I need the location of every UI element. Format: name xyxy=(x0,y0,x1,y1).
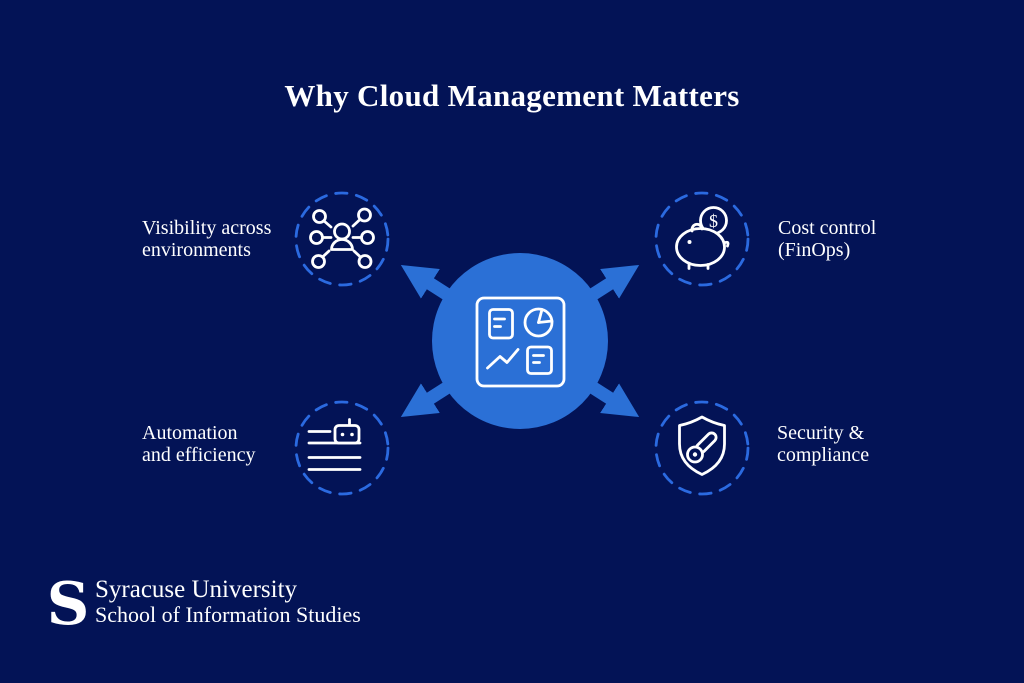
node-cost-line1: Cost control xyxy=(778,217,877,239)
shield-key-icon xyxy=(654,400,750,496)
node-automation-label: Automation and efficiency xyxy=(142,422,255,466)
logo-letter: S xyxy=(49,580,87,626)
piggy-bank-icon: $ xyxy=(654,191,750,287)
node-automation-line1: Automation xyxy=(142,422,238,444)
node-visibility-line2: environments xyxy=(142,239,251,261)
dashboard-icon xyxy=(475,296,566,388)
footer-org: Syracuse University School of Informatio… xyxy=(95,577,361,627)
dashed-ring xyxy=(294,400,390,496)
network-people-icon xyxy=(294,191,390,287)
dashed-ring xyxy=(654,191,750,287)
node-visibility-label: Visibility across environments xyxy=(142,217,271,261)
hub-graphic xyxy=(400,253,640,429)
dollar-sign: $ xyxy=(709,211,718,231)
footer-org-name: Syracuse University xyxy=(95,576,298,603)
node-automation-line2: and efficiency xyxy=(142,444,256,466)
node-cost-label: Cost control (FinOps) xyxy=(778,217,876,261)
syracuse-logo: S xyxy=(49,580,87,626)
node-security-line2: compliance xyxy=(777,444,870,466)
footer-org-unit: School of Information Studies xyxy=(95,602,361,627)
node-security-line1: Security & xyxy=(777,422,865,444)
hub-circle xyxy=(432,253,608,429)
page-title: Why Cloud Management Matters xyxy=(284,78,740,113)
node-visibility-line1: Visibility across xyxy=(142,217,272,239)
node-cost-line2: (FinOps) xyxy=(778,239,851,261)
dashed-ring xyxy=(654,400,750,496)
automation-robot-icon xyxy=(294,400,390,496)
dashed-ring xyxy=(294,191,390,287)
node-security-label: Security & compliance xyxy=(777,422,869,466)
